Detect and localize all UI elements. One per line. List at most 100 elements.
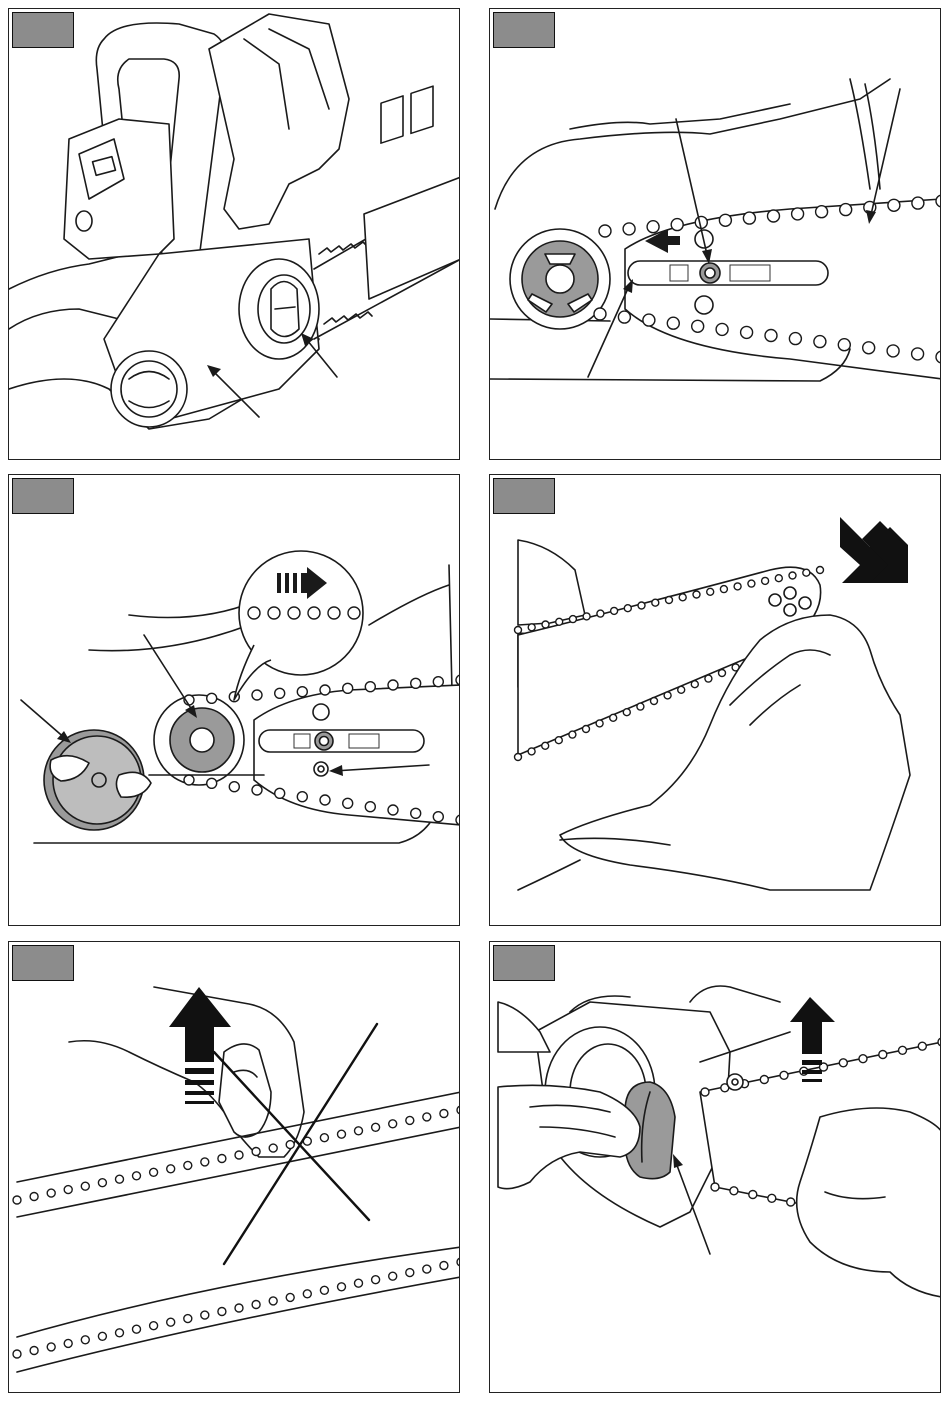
chain-link (789, 333, 801, 345)
chain-link (343, 683, 353, 693)
chain-link (433, 677, 443, 687)
chain-link (167, 1318, 175, 1326)
chain-link (252, 1301, 260, 1309)
chain-link (184, 1161, 192, 1169)
chain-link (719, 670, 726, 677)
chain-link (286, 1141, 294, 1149)
chain-link (406, 1269, 414, 1277)
chain-link (643, 314, 655, 326)
push-arrow-icon (840, 517, 908, 583)
chain-link (320, 795, 330, 805)
chain-link (814, 336, 826, 348)
chain-link (666, 597, 673, 604)
panel-1 (8, 8, 460, 460)
chain-link (348, 607, 360, 619)
chain-link (13, 1350, 21, 1358)
chain-link (623, 709, 630, 716)
chain-link (610, 714, 617, 721)
chain-link (235, 1304, 243, 1312)
step-tag (12, 478, 74, 514)
chain-link (150, 1322, 158, 1330)
chain-link (433, 812, 443, 822)
chain-link (664, 692, 671, 699)
chain-link (98, 1179, 106, 1187)
chain-link (780, 1071, 788, 1079)
chain-link (618, 311, 630, 323)
chain-link (30, 1193, 38, 1201)
chain-link (556, 618, 563, 625)
chain-link (515, 754, 522, 761)
chain-link (730, 1187, 738, 1195)
chain-link (411, 808, 421, 818)
chain-link (457, 1106, 460, 1114)
chain-link (638, 602, 645, 609)
chain-link (768, 1194, 776, 1202)
chain-link (286, 1293, 294, 1301)
chain-link (389, 1272, 397, 1280)
illustration-lift-and-tighten (490, 942, 941, 1393)
chain-link (716, 323, 728, 335)
chain-link (423, 1113, 431, 1121)
chain-link (201, 1311, 209, 1319)
chain-link (569, 616, 576, 623)
illustration-wipe-bar (490, 475, 941, 926)
chain-link (116, 1175, 124, 1183)
chain-link (269, 1144, 277, 1152)
chain-link (542, 621, 549, 628)
chain-link (133, 1172, 141, 1180)
chain-link (719, 214, 731, 226)
chain-link (218, 1308, 226, 1316)
chain-link (308, 607, 320, 619)
chain-link (569, 731, 576, 738)
chain-link (912, 197, 924, 209)
chain-link (596, 720, 603, 727)
chain-link (817, 567, 824, 574)
chain-link (64, 1339, 72, 1347)
chain-link (343, 798, 353, 808)
chain-link (899, 1046, 907, 1054)
chain-link (652, 599, 659, 606)
chain-link (760, 1076, 768, 1084)
chain-link (235, 1151, 243, 1159)
chain-link (116, 1329, 124, 1337)
chain-link (678, 686, 685, 693)
chain-link (839, 1059, 847, 1067)
chain-link (218, 1155, 226, 1163)
chain-link (389, 1120, 397, 1128)
chain-link (515, 627, 522, 634)
chain-link (355, 1127, 363, 1135)
chain-link (456, 815, 460, 825)
chain-link (624, 605, 631, 612)
chain-link (184, 775, 194, 785)
chain-link (207, 693, 217, 703)
chain-link (252, 1148, 260, 1156)
chain-link (47, 1343, 55, 1351)
chain-link (98, 1332, 106, 1340)
chain-link (887, 345, 899, 357)
chain-link (637, 703, 644, 710)
panel-5 (8, 941, 460, 1393)
chain-link (594, 308, 606, 320)
chain-link (320, 1286, 328, 1294)
chain-link (328, 607, 340, 619)
chain-link (64, 1186, 72, 1194)
chain-link (365, 802, 375, 812)
chain-link (765, 330, 777, 342)
chain-link (647, 221, 659, 233)
step-tag (12, 12, 74, 48)
chain-link (388, 680, 398, 690)
chain-link (597, 610, 604, 617)
chain-link (912, 348, 924, 360)
chain-link (320, 685, 330, 695)
chain-link (692, 320, 704, 332)
chain-link (288, 607, 300, 619)
chain-link (787, 1198, 795, 1206)
chain-link (133, 1325, 141, 1333)
chain-link (743, 212, 755, 224)
chain-link (691, 681, 698, 688)
chain-link (81, 1182, 89, 1190)
chain-link (167, 1165, 175, 1173)
chain-link (748, 580, 755, 587)
chain-link (768, 210, 780, 222)
chain-link (150, 1168, 158, 1176)
